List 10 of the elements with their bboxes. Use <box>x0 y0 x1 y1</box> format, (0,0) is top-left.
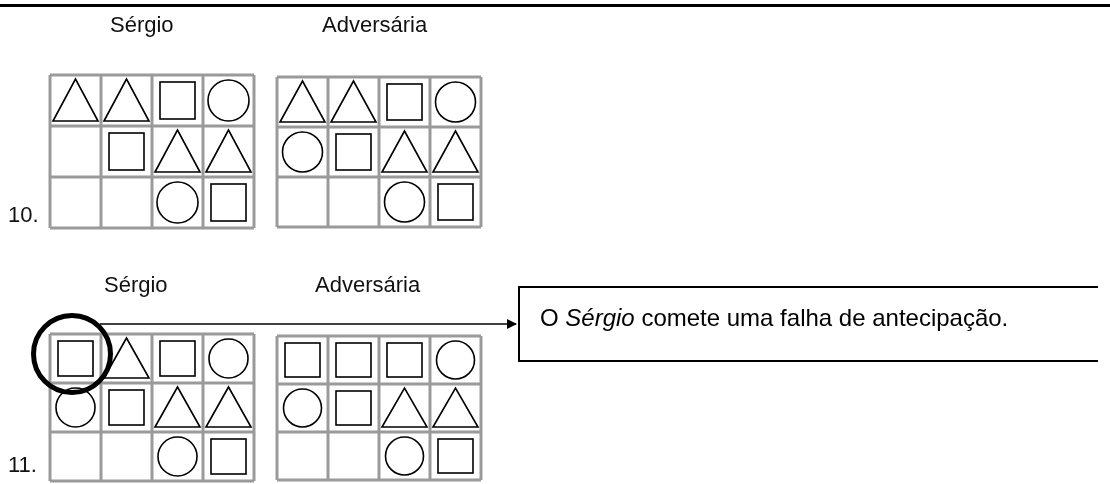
callout-box <box>518 286 1098 362</box>
player-name: Sérgio <box>104 272 168 298</box>
player-name: Adversária <box>322 12 428 38</box>
row-number: 10. <box>8 202 39 228</box>
callout-text: O Sérgio comete uma falha de antecipação. <box>540 304 1009 332</box>
player-name: Sérgio <box>110 12 174 38</box>
highlight-ring <box>31 313 113 395</box>
arrow <box>99 319 517 329</box>
player-name: Adversária <box>315 272 421 298</box>
row-number: 11. <box>8 452 37 478</box>
